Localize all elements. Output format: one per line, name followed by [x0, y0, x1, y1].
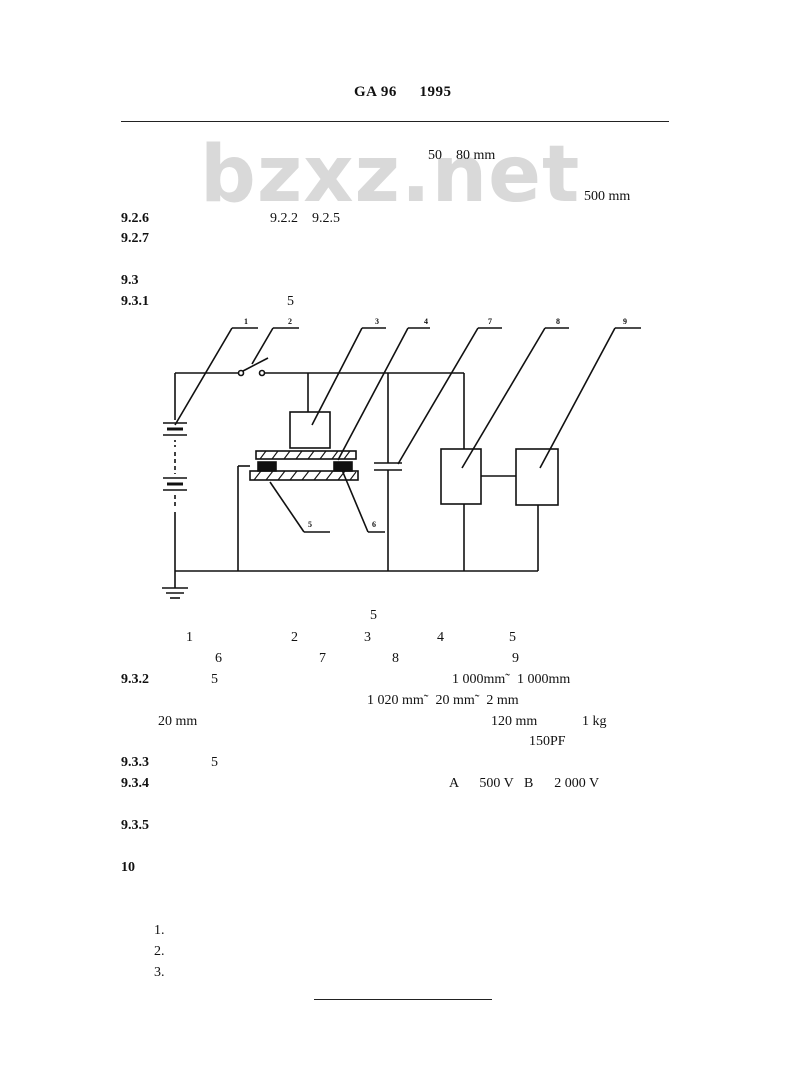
list-item: 2. [154, 944, 165, 959]
section-number: 9.3.1 [121, 294, 149, 309]
text-line: 5 [287, 294, 294, 309]
callout-label: 3 [375, 317, 379, 326]
callout-label: 5 [308, 520, 312, 529]
header-rule [121, 121, 669, 122]
text-line: 9.2.2 9.2.5 [270, 211, 340, 226]
list-item: 1. [154, 923, 165, 938]
legend-item: 7 [319, 651, 326, 666]
text-line: 150PF [529, 734, 566, 749]
callout-label: 9 [623, 317, 627, 326]
legend-item: 5 [509, 630, 516, 645]
section-number: 10 [121, 860, 135, 875]
section-number: 9.3 [121, 273, 139, 288]
text-line: 1 020 mm˜ 20 mm˜ 2 mm [367, 693, 519, 708]
legend-item: 1 [186, 630, 193, 645]
watermark: bzxz.net [200, 130, 581, 220]
callout-label: 7 [488, 317, 492, 326]
text-line: 50 80 mm [428, 148, 496, 163]
end-rule [314, 999, 492, 1000]
text-line: 1 000mm˜ 1 000mm [452, 672, 571, 687]
text-line: 5 [211, 755, 218, 770]
legend-item: 8 [392, 651, 399, 666]
callout-label: 1 [244, 317, 248, 326]
section-number: 9.3.5 [121, 818, 149, 833]
callout-label: 2 [288, 317, 292, 326]
callout-label: 4 [424, 317, 428, 326]
section-number: 9.3.4 [121, 776, 149, 791]
section-number: 9.2.6 [121, 211, 149, 226]
callout-label: 6 [372, 520, 376, 529]
text-line: 1 kg [582, 714, 607, 729]
section-number: 9.3.3 [121, 755, 149, 770]
standard-code: GA 96 [354, 84, 397, 100]
legend-item: 4 [437, 630, 444, 645]
text-line: 500 mm [584, 189, 631, 204]
legend-item: 2 [291, 630, 298, 645]
legend-item: 6 [215, 651, 222, 666]
text-line: A 500 V B 2 000 V [449, 776, 600, 791]
text-line: 5 [211, 672, 218, 687]
legend-item: 9 [512, 651, 519, 666]
callout-label: 8 [556, 317, 560, 326]
legend-item: 3 [364, 630, 371, 645]
section-number: 9.3.2 [121, 672, 149, 687]
figure-caption: 5 [370, 608, 377, 623]
list-item: 3. [154, 965, 165, 980]
text-line: 20 mm [158, 714, 198, 729]
document-header: GA 96 1995 [354, 84, 451, 101]
section-number: 9.2.7 [121, 231, 149, 246]
standard-year: 1995 [419, 84, 452, 100]
text-line: 120 mm [491, 714, 538, 729]
circuit-diagram: 1 2 3 4 7 8 9 5 6 [162, 317, 641, 599]
